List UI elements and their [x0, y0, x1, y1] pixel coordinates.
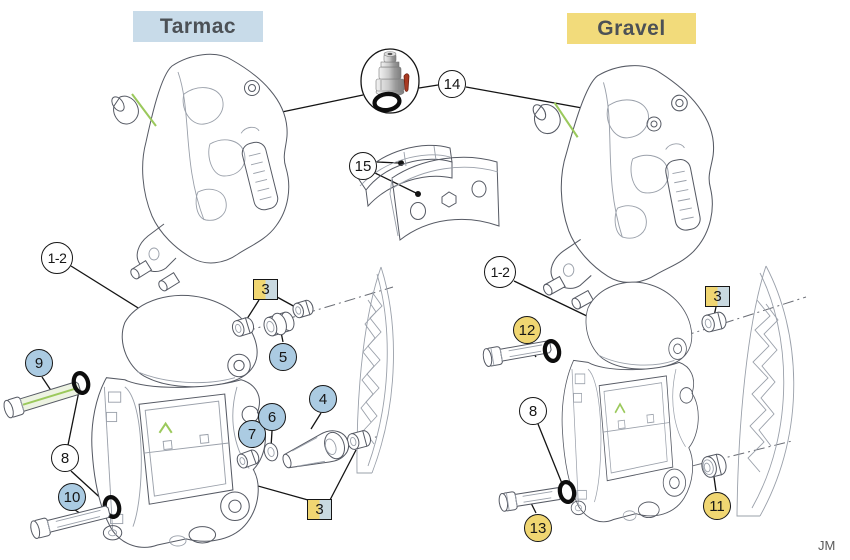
- brake-pads-illustration: [357, 144, 500, 241]
- left-axis-nut-a: [231, 317, 255, 337]
- bolt-13-illustration: [498, 487, 562, 512]
- gravel-header: Gravel: [567, 13, 696, 44]
- callout-left-mount-nut-upper: 3: [253, 279, 278, 300]
- bushing-5-illustration: [263, 311, 295, 337]
- callout-right-mount-nut: 3: [705, 286, 730, 307]
- nut-11-illustration: [701, 453, 727, 478]
- callout-bleed-screw-kit: 14: [438, 70, 466, 98]
- banjo-bolt-9-illustration: [3, 381, 82, 419]
- bolt-12-illustration: [482, 340, 552, 367]
- illustrator-initials: JM: [818, 538, 836, 553]
- callout-right-o-rings: 8: [519, 397, 547, 425]
- callout-right-caliper-assembly: 1-2: [484, 256, 516, 288]
- callout-left-caliper-assembly: 1-2: [41, 242, 73, 274]
- callout-left-mount-nut-lower: 3: [307, 499, 332, 520]
- callout-left-banjo-bolt: 9: [25, 349, 53, 377]
- callout-brake-pads: 15: [349, 152, 377, 180]
- callout-right-lower-bolt: 13: [524, 514, 552, 542]
- o-ring-13-illustration: [557, 480, 577, 504]
- mount-bolt-10-illustration: [30, 505, 111, 539]
- left-axis-nut-b: [292, 299, 314, 319]
- tarmac-caliper-illustration: [108, 53, 290, 294]
- bleed-screw-detail-illustration: [360, 48, 420, 114]
- callout-left-washer: 6: [258, 403, 286, 431]
- right-brake-rotor-illustration: [736, 265, 795, 517]
- callout-left-bushing: 5: [269, 343, 297, 371]
- callout-right-upper-bolt: 12: [513, 316, 541, 344]
- callout-left-o-rings: 8: [51, 444, 79, 472]
- tarmac-header: Tarmac: [133, 11, 263, 42]
- red-cap-part: [403, 73, 410, 92]
- gravel-caliper-illustration: [519, 59, 721, 319]
- o-ring-top-illustration: [71, 371, 91, 395]
- callout-left-mount-bolt: 10: [58, 483, 86, 511]
- link-arm-4-illustration: [282, 430, 350, 469]
- o-ring-12-illustration: [542, 339, 562, 363]
- spacer-7-illustration: [236, 449, 260, 469]
- right-mount-nut-illustration: [701, 311, 727, 333]
- left-brake-rotor-illustration: [356, 266, 394, 474]
- right-exploded-caliper-illustration: [561, 281, 700, 523]
- callout-right-nut: 11: [703, 492, 731, 520]
- link-axis-nut: [347, 430, 371, 450]
- washer-6-illustration: [263, 442, 279, 462]
- callout-left-link-arm: 4: [309, 385, 337, 413]
